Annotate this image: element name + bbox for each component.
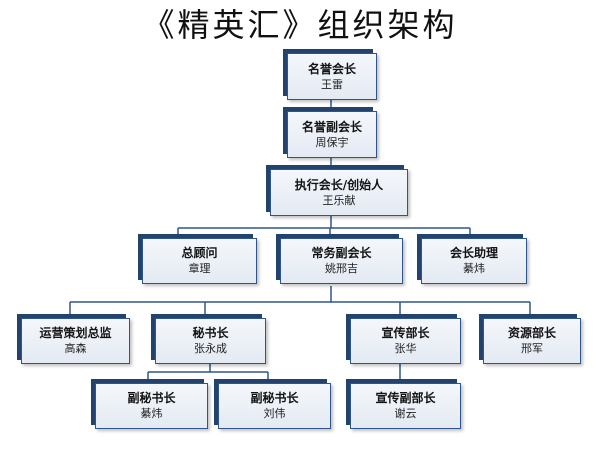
node-title: 名誉副会长: [301, 119, 362, 134]
node-title: 执行会长/创始人: [294, 177, 384, 192]
node-executive-president: 执行会长/创始人 王乐献: [270, 169, 408, 216]
node-person: 綦炜: [140, 407, 163, 420]
node-publicity-head: 宣传部长 张华: [350, 318, 461, 364]
node-person: 王雷: [321, 77, 343, 91]
node-executive-vice-president: 常务副会长 姚邢吉: [280, 238, 403, 284]
node-person: 张永成: [194, 342, 227, 355]
node-person: 谢云: [394, 407, 417, 420]
node-title: 运营策划总监: [39, 326, 112, 340]
connector-level3-to-level4: [69, 286, 531, 317]
node-person: 王乐献: [322, 193, 356, 207]
node-deputy-secretary-2: 副秘书长 刘伟: [218, 383, 331, 429]
node-president-assistant: 会长助理 綦炜: [421, 238, 527, 284]
node-deputy-publicity-head: 宣传副部长 谢云: [350, 383, 461, 429]
node-title: 会长助理: [449, 246, 498, 260]
node-title: 秘书长: [192, 326, 229, 340]
node-operations-director: 运营策划总监 高森: [21, 318, 130, 364]
node-person: 邢军: [521, 342, 543, 355]
node-title: 宣传部长: [381, 326, 430, 340]
node-resources-head: 资源部长 邢军: [483, 318, 581, 364]
node-title: 常务副会长: [311, 246, 372, 260]
connector-executive-to-level3: [177, 216, 471, 237]
node-title: 副秘书长: [127, 391, 176, 405]
node-person: 张华: [394, 342, 417, 355]
node-title: 资源部长: [507, 326, 556, 340]
chart-title: 《精英汇》组织架构: [142, 6, 458, 44]
node-person: 周保宇: [315, 135, 349, 149]
node-title: 副秘书长: [250, 391, 299, 405]
node-title: 宣传副部长: [375, 391, 436, 405]
node-deputy-secretary-1: 副秘书长 綦炜: [95, 383, 208, 429]
node-person: 綦炜: [463, 262, 485, 275]
node-person: 高森: [64, 342, 87, 355]
connector-secretary-to-deputies: [147, 364, 269, 382]
node-title: 名誉会长: [307, 61, 356, 76]
node-secretary-general: 秘书长 张永成: [155, 318, 266, 364]
node-person: 章理: [188, 262, 211, 275]
node-chief-advisor: 总顾问 章理: [142, 238, 257, 284]
node-honorary-vice-president: 名誉副会长 周保宇: [287, 111, 377, 158]
node-person: 姚邢吉: [325, 262, 358, 275]
node-honorary-president: 名誉会长 王雷: [287, 53, 377, 100]
node-title: 总顾问: [181, 246, 218, 260]
node-person: 刘伟: [263, 407, 286, 420]
